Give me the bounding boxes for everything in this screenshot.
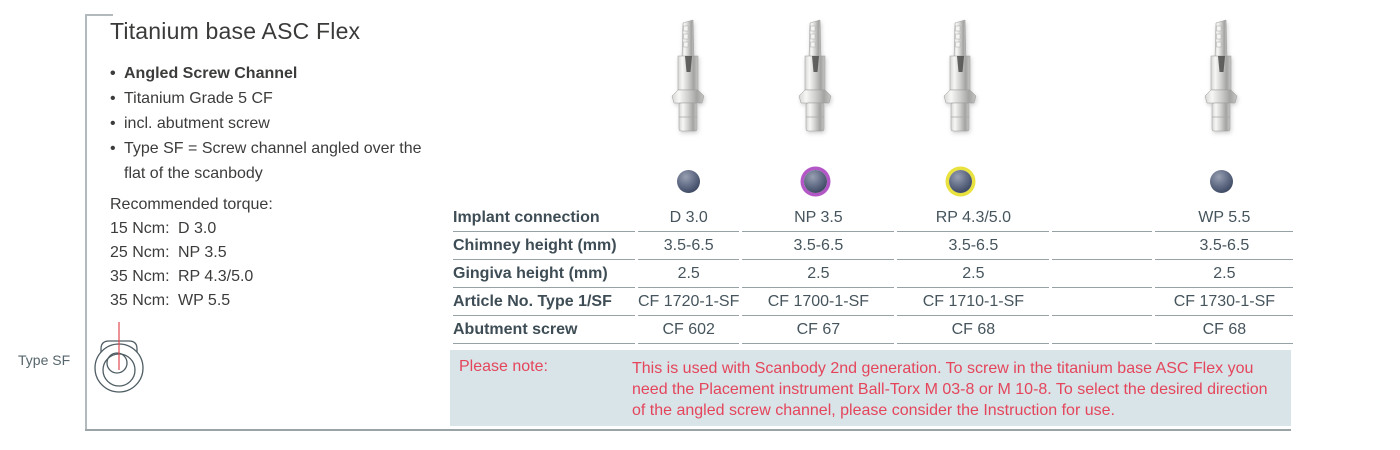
torque-row: 15 Ncm: D 3.0 bbox=[110, 217, 440, 241]
cell-spacer bbox=[1052, 204, 1153, 232]
cell: CF 67 bbox=[742, 316, 895, 344]
cell: 3.5-6.5 bbox=[1155, 232, 1294, 260]
feature-text: incl. abutment screw bbox=[124, 115, 270, 132]
torque-connection: D 3.0 bbox=[178, 220, 217, 237]
info-panel: Titanium base ASC Flex • Angled Screw Cha… bbox=[110, 18, 440, 313]
bullet-icon: • bbox=[110, 115, 116, 132]
torque-value: 25 Ncm: bbox=[110, 244, 170, 261]
row-label: Chimney height (mm) bbox=[453, 232, 635, 260]
page-title: Titanium base ASC Flex bbox=[110, 18, 361, 44]
torque-connection: NP 3.5 bbox=[178, 244, 227, 261]
titanium-base-photo bbox=[671, 19, 705, 132]
cell: CF 1730-1-SF bbox=[1155, 288, 1294, 316]
torque-row: 35 Ncm: RP 4.3/5.0 bbox=[110, 265, 440, 289]
feature-list: • Angled Screw Channel • Titanium Grade 5 … bbox=[110, 61, 425, 186]
cell: 3.5-6.5 bbox=[638, 232, 740, 260]
product-column-np35 bbox=[779, 18, 851, 193]
row-label: Implant connection bbox=[453, 204, 635, 232]
table-row-article-no: Article No. Type 1/SF CF 1720-1-SF CF 17… bbox=[453, 288, 1294, 316]
cell: 3.5-6.5 bbox=[897, 232, 1050, 260]
feature-item: • Angled Screw Channel bbox=[110, 61, 425, 86]
feature-text: Angled Screw Channel bbox=[124, 65, 298, 82]
type-sf-label: Type SF bbox=[18, 352, 71, 368]
torque-value: 35 Ncm: bbox=[110, 268, 170, 285]
torque-connection: RP 4.3/5.0 bbox=[178, 268, 254, 285]
titanium-base-photo bbox=[1204, 19, 1238, 132]
row-label: Article No. Type 1/SF bbox=[453, 288, 635, 316]
feature-item: • Titanium Grade 5 CF bbox=[110, 86, 425, 111]
connection-color-sphere bbox=[948, 170, 972, 193]
note-label: Please note: bbox=[459, 358, 548, 375]
cell: CF 68 bbox=[1155, 316, 1294, 344]
table-row-chimney-height: Chimney height (mm) 3.5-6.5 3.5-6.5 3.5-… bbox=[453, 232, 1294, 260]
product-column-wp55 bbox=[1185, 18, 1257, 193]
bullet-icon: • bbox=[110, 140, 116, 157]
please-note-callout: Please note: This is used with Scanbody … bbox=[450, 350, 1291, 426]
cell-spacer bbox=[1052, 288, 1153, 316]
cell-spacer bbox=[1052, 232, 1153, 260]
scanbody-top-view-icon bbox=[94, 322, 144, 393]
feature-text: Type SF = Screw channel angled over the … bbox=[124, 140, 422, 182]
cell: 3.5-6.5 bbox=[742, 232, 895, 260]
cell: D 3.0 bbox=[638, 204, 740, 232]
cell: 2.5 bbox=[897, 260, 1050, 288]
titanium-base-photo bbox=[798, 19, 832, 132]
note-text: This is used with Scanbody 2nd generatio… bbox=[632, 360, 1268, 419]
cell: 2.5 bbox=[1155, 260, 1294, 288]
connection-color-sphere bbox=[803, 170, 827, 193]
product-column-rp4350 bbox=[924, 18, 996, 193]
torque-row: 35 Ncm: WP 5.5 bbox=[110, 289, 440, 313]
bullet-icon: • bbox=[110, 90, 116, 107]
cell-spacer bbox=[1052, 316, 1153, 344]
product-column-d30 bbox=[652, 18, 724, 193]
cell: CF 1700-1-SF bbox=[742, 288, 895, 316]
connection-color-sphere bbox=[676, 170, 700, 193]
torque-value: 15 Ncm: bbox=[110, 220, 170, 237]
cell: CF 1710-1-SF bbox=[897, 288, 1050, 316]
cell: WP 5.5 bbox=[1155, 204, 1294, 232]
feature-text: Titanium Grade 5 CF bbox=[124, 90, 273, 107]
left-bracket-line bbox=[85, 14, 87, 430]
torque-connection: WP 5.5 bbox=[178, 292, 231, 309]
torque-value: 35 Ncm: bbox=[110, 292, 170, 309]
bullet-icon: • bbox=[110, 65, 116, 82]
titanium-base-photo bbox=[943, 19, 977, 132]
feature-item: • incl. abutment screw bbox=[110, 111, 425, 136]
cell-spacer bbox=[1052, 260, 1153, 288]
torque-heading: Recommended torque: bbox=[110, 196, 273, 213]
cell: CF 68 bbox=[897, 316, 1050, 344]
table-row-gingiva-height: Gingiva height (mm) 2.5 2.5 2.5 2.5 bbox=[453, 260, 1294, 288]
spec-table: Implant connection D 3.0 NP 3.5 RP 4.3/5… bbox=[450, 204, 1296, 344]
cell: CF 1720-1-SF bbox=[638, 288, 740, 316]
torque-block: Recommended torque: 15 Ncm: D 3.0 25 Ncm:… bbox=[110, 192, 440, 313]
cell: 2.5 bbox=[742, 260, 895, 288]
cell: 2.5 bbox=[638, 260, 740, 288]
top-bracket-tick bbox=[85, 14, 113, 16]
cell: RP 4.3/5.0 bbox=[897, 204, 1050, 232]
row-label: Gingiva height (mm) bbox=[453, 260, 635, 288]
cell: CF 602 bbox=[638, 316, 740, 344]
cell: NP 3.5 bbox=[742, 204, 895, 232]
connection-color-sphere bbox=[1209, 170, 1233, 193]
bottom-rule bbox=[85, 429, 1291, 431]
table-row-abutment-screw: Abutment screw CF 602 CF 67 CF 68 CF 68 bbox=[453, 316, 1294, 344]
row-label: Abutment screw bbox=[453, 316, 635, 344]
torque-row: 25 Ncm: NP 3.5 bbox=[110, 241, 440, 265]
feature-item: • Type SF = Screw channel angled over the… bbox=[110, 136, 425, 186]
table-row-implant-connection: Implant connection D 3.0 NP 3.5 RP 4.3/5… bbox=[453, 204, 1294, 232]
